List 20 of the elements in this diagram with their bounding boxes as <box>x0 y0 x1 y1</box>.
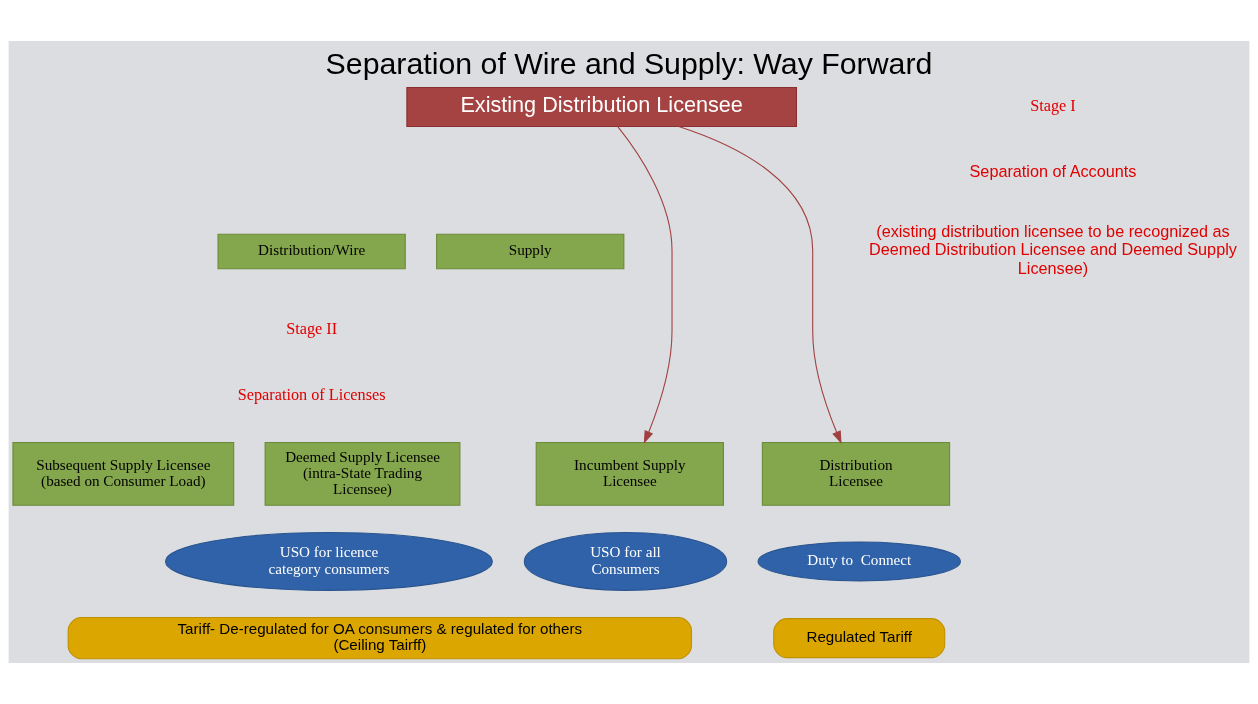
node-ellipse: Duty to Connect <box>757 541 961 582</box>
arrow <box>617 126 673 444</box>
node-box: Supply <box>436 233 625 270</box>
label: Separation of Accounts <box>969 161 1137 180</box>
arrow <box>678 125 842 444</box>
node-box: Distribution Licensee <box>761 441 951 506</box>
node-box: Deemed Supply Licensee (intra-State Trading Licensee) <box>264 441 461 506</box>
node-ellipse: USO for licence category consumers <box>165 531 493 591</box>
node-box: Incumbent Supply Licensee <box>535 441 724 506</box>
node-box: Subsequent Supply Licensee (based on Consumer Load) <box>12 441 235 506</box>
node-ellipse: USO for all Consumers <box>523 531 728 591</box>
node-box: Distribution/Wire <box>217 233 406 270</box>
node-box: Tariff- De-regulated for OA consumers & regulated for others (Ceiling Tairff) <box>67 617 693 660</box>
label: (existing distribution licensee to be recognized as Deemed Distribution Licensee and Deemed Supply Licensee) <box>869 221 1237 277</box>
node-box: Regulated Tariff <box>773 618 946 659</box>
diagram-title: Separation of Wire and Supply: Way Forward <box>325 46 933 80</box>
label: Separation of Licenses <box>237 385 386 404</box>
label: Stage II <box>286 319 338 338</box>
label: Stage I <box>1030 96 1076 115</box>
node-box: Existing Distribution Licensee <box>406 87 797 128</box>
